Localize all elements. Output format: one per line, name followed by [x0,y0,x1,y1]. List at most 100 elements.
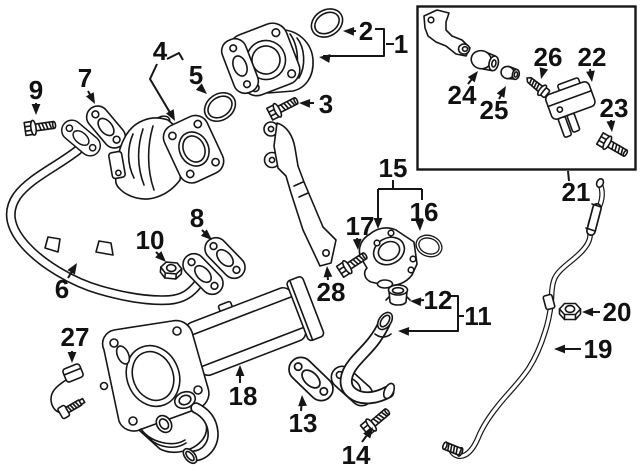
callout-22: 22 [578,42,607,82]
callout-label: 4 [153,36,168,66]
arrowhead [606,120,616,132]
callout-4: 4 [149,36,184,121]
arrowhead [415,219,425,231]
callout-label: 9 [29,75,43,105]
callout-label: 27 [61,322,90,352]
callout-label: 24 [448,80,477,110]
grommet-large [470,49,500,72]
callout-3: 3 [299,89,333,119]
callout-label: 23 [600,93,629,123]
arrowhead [200,229,212,240]
egr-cooler-cylinder [184,276,325,377]
egr-pipe [5,115,229,306]
arrowhead [373,218,383,229]
callout-label: 17 [346,211,375,241]
callout-1: 1 [319,28,408,63]
callout-5: 5 [189,60,207,94]
callout-label: 25 [480,95,509,125]
hose-elbow-assembly [326,311,396,412]
arrowhead [298,395,307,407]
callout-label: 7 [78,63,92,93]
tapping-screw [526,76,551,99]
callout-label: 21 [562,177,591,207]
callout-23: 23 [600,93,629,132]
bolt-9 [23,116,58,138]
callout-label: 3 [319,89,333,119]
arrowhead [363,427,373,439]
callout-10: 10 [136,225,166,262]
mounting-bracket [423,9,471,57]
arrowhead [343,26,355,36]
arrowhead [319,54,331,63]
cooler-stay-bracket [263,121,337,267]
callout-14: 14 [342,427,373,470]
outlet-housing [220,22,314,97]
arrowhead [155,251,166,262]
callout-11: 11 [398,295,492,336]
callout-7: 7 [78,63,95,104]
leader-line [323,28,385,57]
callout-13: 13 [289,395,318,438]
callout-label: 14 [342,440,371,470]
oring-2 [305,2,349,44]
callout-label: 8 [190,203,204,233]
leader-line [149,63,173,117]
outlet-hose [182,402,219,465]
arrowhead [67,352,77,363]
callout-label: 20 [603,297,632,327]
callout-28: 28 [317,266,346,307]
arrowhead [467,71,478,83]
arrowhead [195,83,207,94]
callout-label: 2 [359,16,373,46]
callout-18: 18 [229,365,258,411]
callout-label: 28 [317,277,346,307]
callout-19: 19 [554,334,612,364]
feed-pipe [441,177,605,459]
nut-10 [159,260,184,281]
callout-26: 26 [534,42,562,79]
arrowhead [554,344,565,354]
arrowhead [31,104,41,115]
callout-20: 20 [582,297,631,327]
egt-sensor [50,363,86,420]
callout-6: 6 [55,263,77,304]
leader-line [166,52,184,61]
callout-25: 25 [480,86,509,125]
callout-16: 16 [410,197,439,231]
callout-24: 24 [448,71,478,110]
callout-12: 12 [410,285,453,315]
callout-2: 2 [343,16,373,46]
callout-label: 16 [410,197,439,227]
callout-label: 18 [229,381,258,411]
callout-15: 15 [373,153,423,229]
callout-label: 6 [55,274,69,304]
callout-27: 27 [61,322,90,363]
arrowhead [235,365,245,376]
bolt-14 [359,404,394,437]
grommet-small [500,65,521,81]
nut-20 [558,302,582,321]
callout-label: 5 [189,60,203,90]
arrowhead [582,307,593,317]
callout-label: 12 [424,285,453,315]
callout-21: 21 [562,170,591,207]
cap-12 [385,284,411,306]
arrowhead [539,67,549,79]
callout-label: 15 [379,153,408,183]
callout-8: 8 [190,203,212,240]
arrowhead [496,86,506,98]
arrowhead [165,109,175,121]
arrowhead [586,70,595,82]
egr-valve-housing [99,319,210,453]
arrowhead [323,266,333,278]
diagram-art [5,2,637,465]
callout-label: 13 [289,408,318,438]
callout-17: 17 [346,211,375,250]
callout-label: 22 [578,42,607,72]
callout-label: 10 [136,225,165,255]
leader-line [402,295,459,332]
callout-9: 9 [29,75,43,115]
